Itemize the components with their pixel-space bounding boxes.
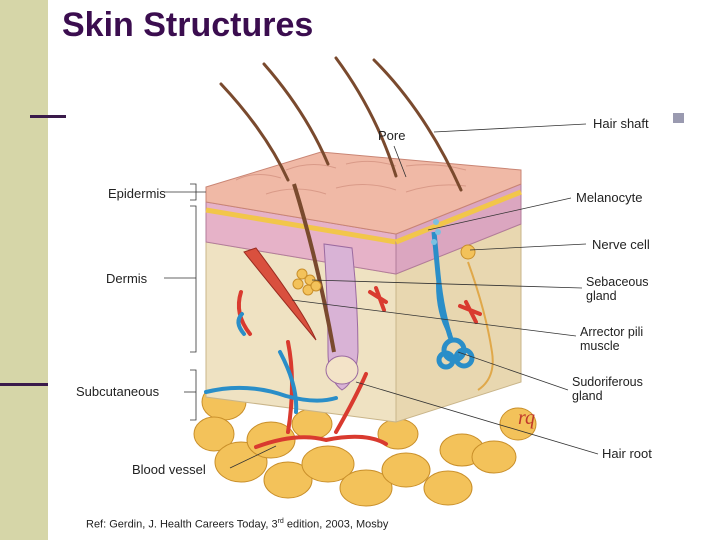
skin-cross-section-diagram: rq Epidermis Dermis Subcutaneous Blood v… [66,52,673,520]
reference-suffix: edition, 2003, Mosby [284,519,389,531]
label-hair-shaft: Hair shaft [593,116,649,131]
side-accent-bar [0,0,48,540]
label-subcutaneous: Subcutaneous [76,384,160,399]
label-dermis: Dermis [106,271,148,286]
label-melanocyte: Melanocyte [576,190,642,205]
reference-prefix: Ref: Gerdin, J. Health Careers Today, 3 [86,519,278,531]
label-sebaceous-line2: gland [586,289,617,303]
label-hair-root: Hair root [602,446,652,461]
label-sebaceous-line1: Sebaceous [586,275,649,289]
reference-citation: Ref: Gerdin, J. Health Careers Today, 3r… [86,518,388,531]
label-epidermis: Epidermis [108,186,166,201]
label-nerve-cell: Nerve cell [592,237,650,252]
label-sudoriferous-line2: gland [572,389,603,403]
label-blood-vessel: Blood vessel [132,462,206,477]
hair-bulb [326,356,358,384]
label-pore: Pore [378,128,405,143]
title-rule-left [30,115,68,118]
side-accent-line [0,383,48,386]
artist-signature: rq [518,407,535,429]
title-rule-right [672,113,684,123]
label-arrector-line1: Arrector pili [580,325,643,339]
label-arrector-line2: muscle [580,339,620,353]
slide-title: Skin Structures [62,6,313,45]
label-sudoriferous-line1: Sudoriferous [572,375,643,389]
